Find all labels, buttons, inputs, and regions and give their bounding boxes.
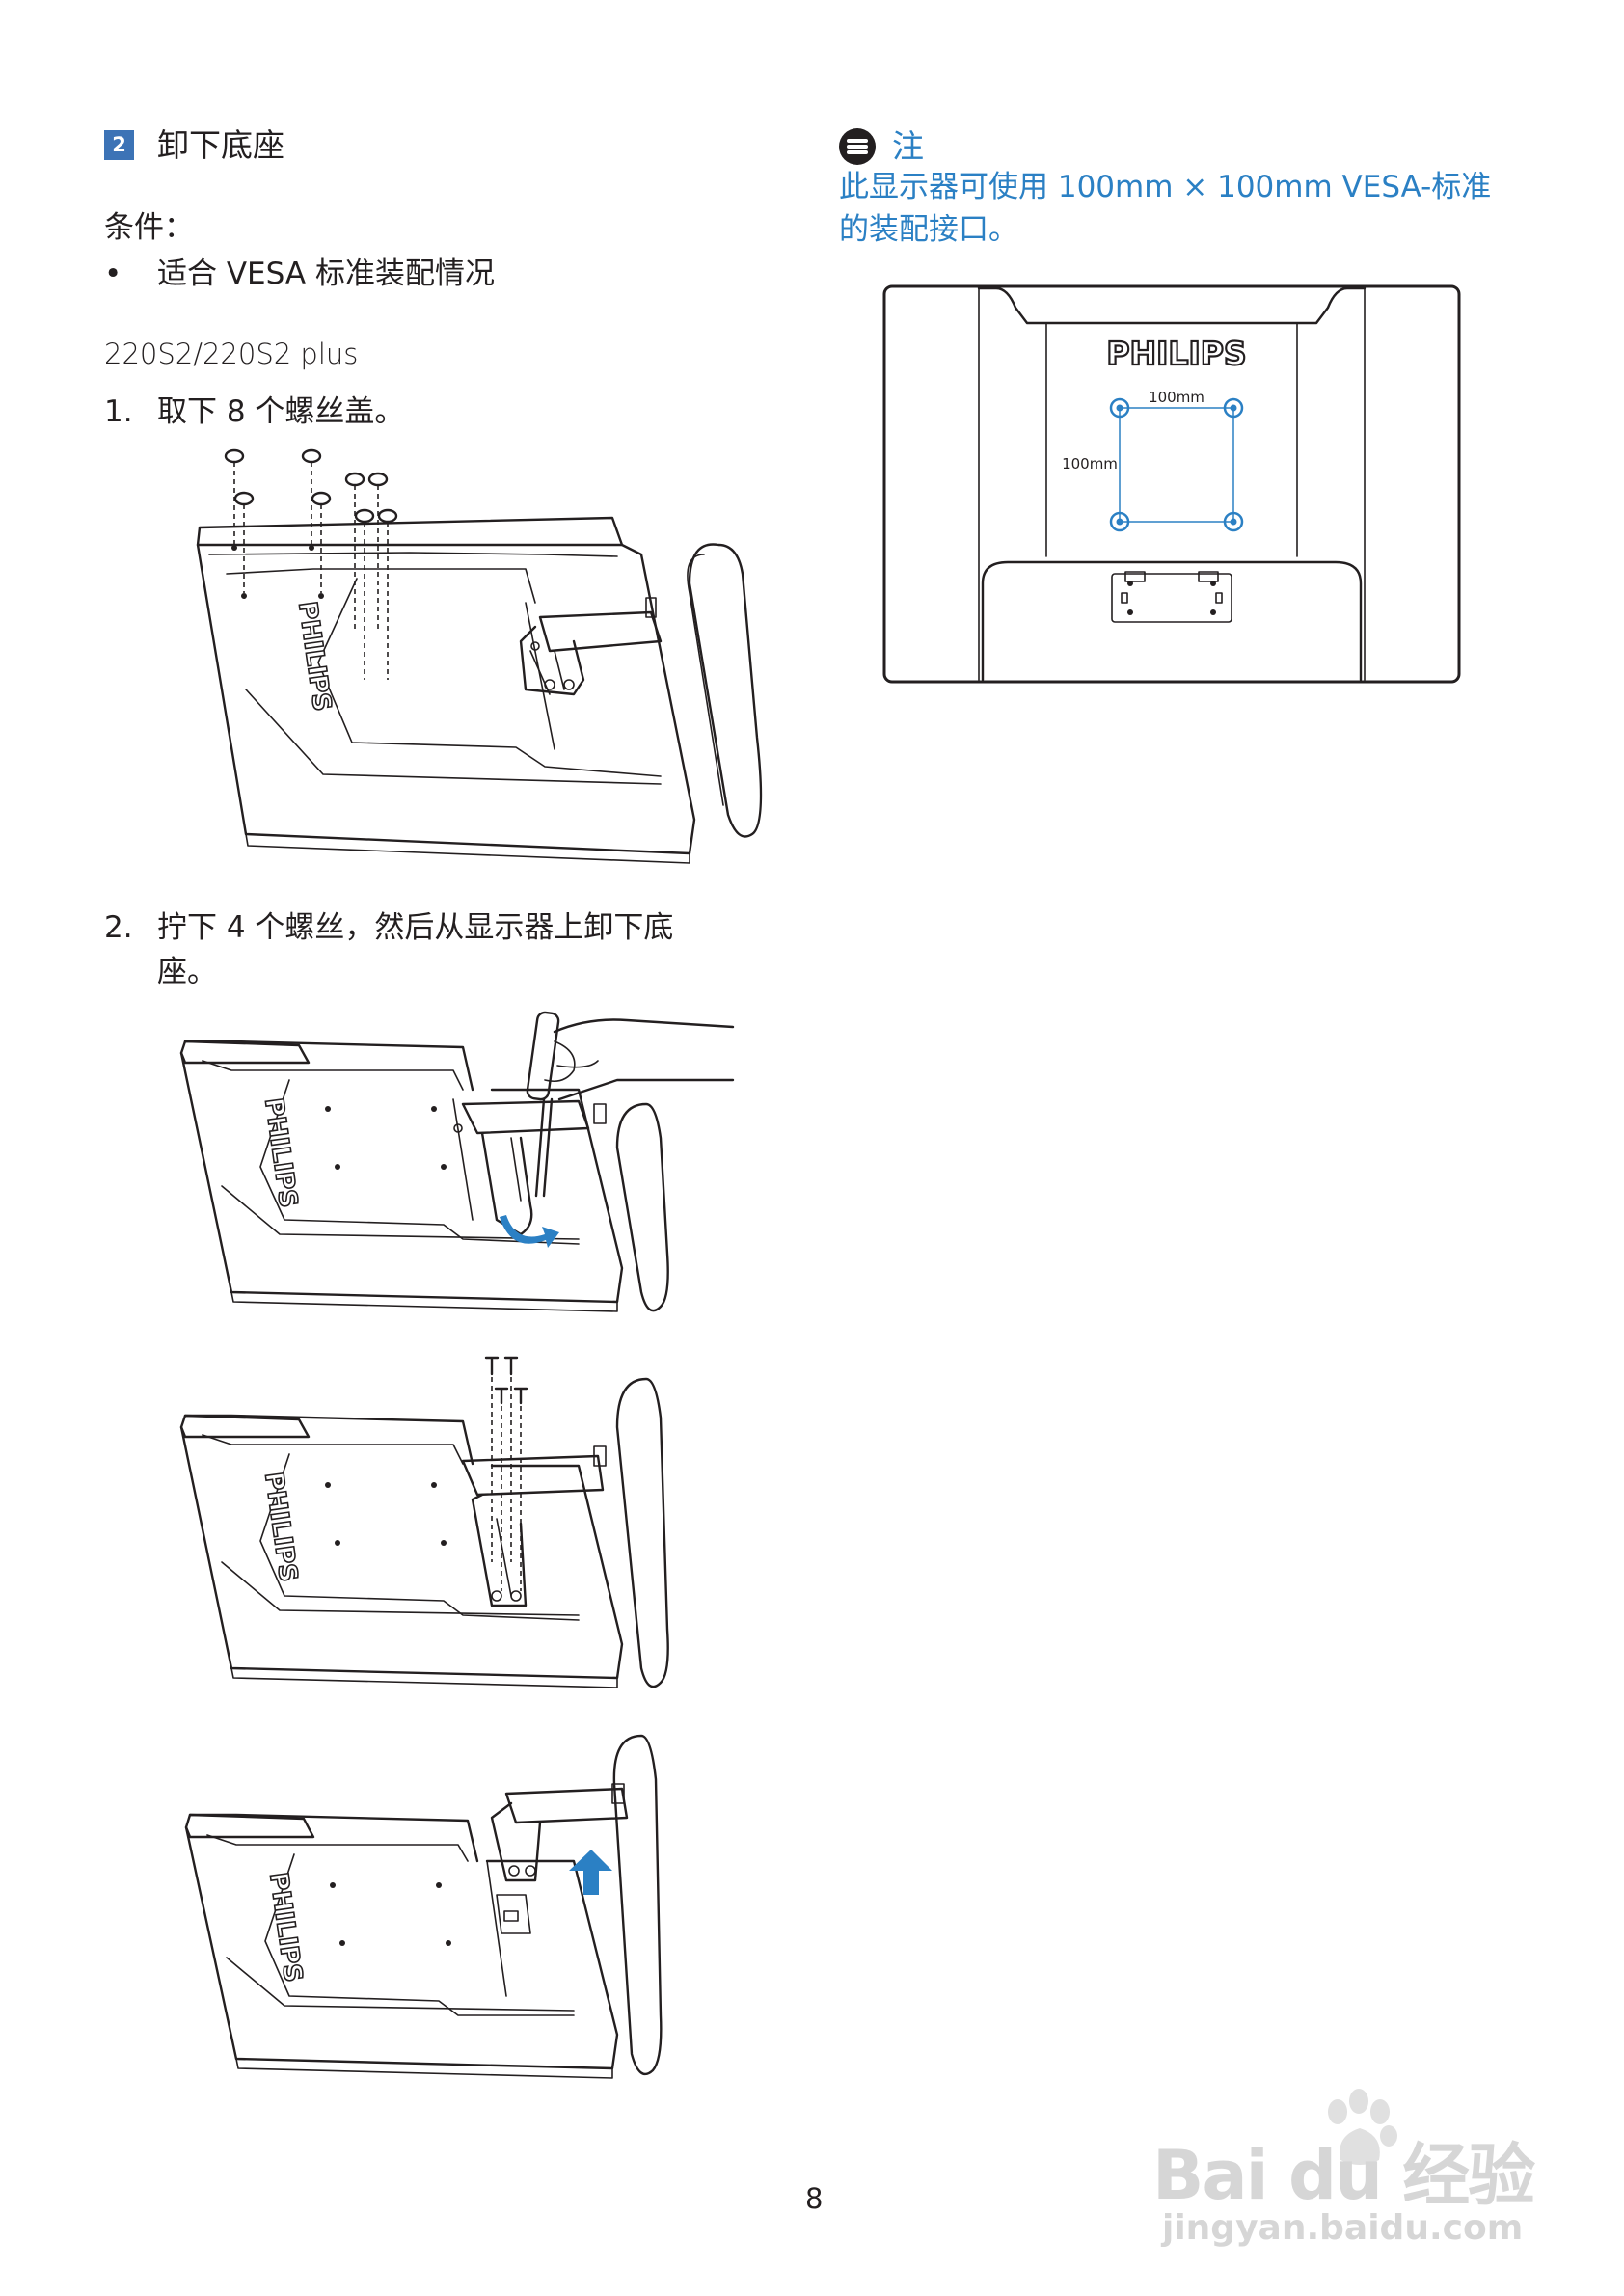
conditions-item: 适合 VESA 标准装配情况 [157, 257, 495, 291]
note-line-2: 的装配接口。 [839, 212, 1018, 247]
screw-icons [484, 1356, 528, 1591]
screwdriver-icon [526, 1011, 560, 1198]
note-line-1: 此显示器可使用 100mm × 100mm VESA-标准 [839, 170, 1492, 204]
note-icon [839, 128, 876, 165]
model-label: 220S2/220S2 plus [104, 338, 359, 370]
step-1-text: 取下 8 个螺丝盖。 [157, 394, 405, 429]
conditions-bullet: • [104, 257, 122, 291]
section-title: 卸下底座 [157, 126, 284, 164]
note-title: 注 [892, 127, 924, 165]
paw-icon [1328, 2089, 1397, 2165]
watermark-logo: Bai du 经验 [1152, 2136, 1535, 2215]
hand-icon [544, 1018, 735, 1101]
vesa-mount-diagram: PHILIPS 100mm 100mm [882, 284, 1461, 684]
figure-screws-removed: PHILIPS [179, 1356, 669, 1688]
vesa-dim-horizontal: 100mm [1149, 389, 1204, 406]
figure-remove-screw-covers: PHILIPS [196, 448, 763, 864]
rotate-arrow-icon [500, 1215, 559, 1248]
step-2-text-line1: 拧下 4 个螺丝，然后从显示器上卸下底 [157, 910, 674, 945]
figure-1-logo: PHILIPS [292, 600, 337, 714]
step-1-number: 1. [104, 394, 133, 429]
lift-arrow-icon [569, 1850, 612, 1895]
step-2-number: 2. [104, 910, 133, 945]
vesa-dim-vertical: 100mm [1062, 455, 1118, 473]
figure-lift-stand: PHILIPS [184, 1734, 663, 2079]
section-number-badge: 2 [104, 130, 134, 160]
vesa-brand: PHILIPS [1106, 335, 1246, 372]
page-number: 8 [805, 2182, 824, 2215]
conditions-label: 条件： [104, 210, 194, 245]
vesa-mount-hole-icons [1109, 397, 1244, 532]
step-2-text-line2: 座。 [157, 955, 217, 989]
screw-cover-icons [224, 448, 398, 680]
figure-unscrew-screws: PHILIPS [179, 1011, 735, 1312]
watermark-url: jingyan.baidu.com [1162, 2208, 1524, 2248]
